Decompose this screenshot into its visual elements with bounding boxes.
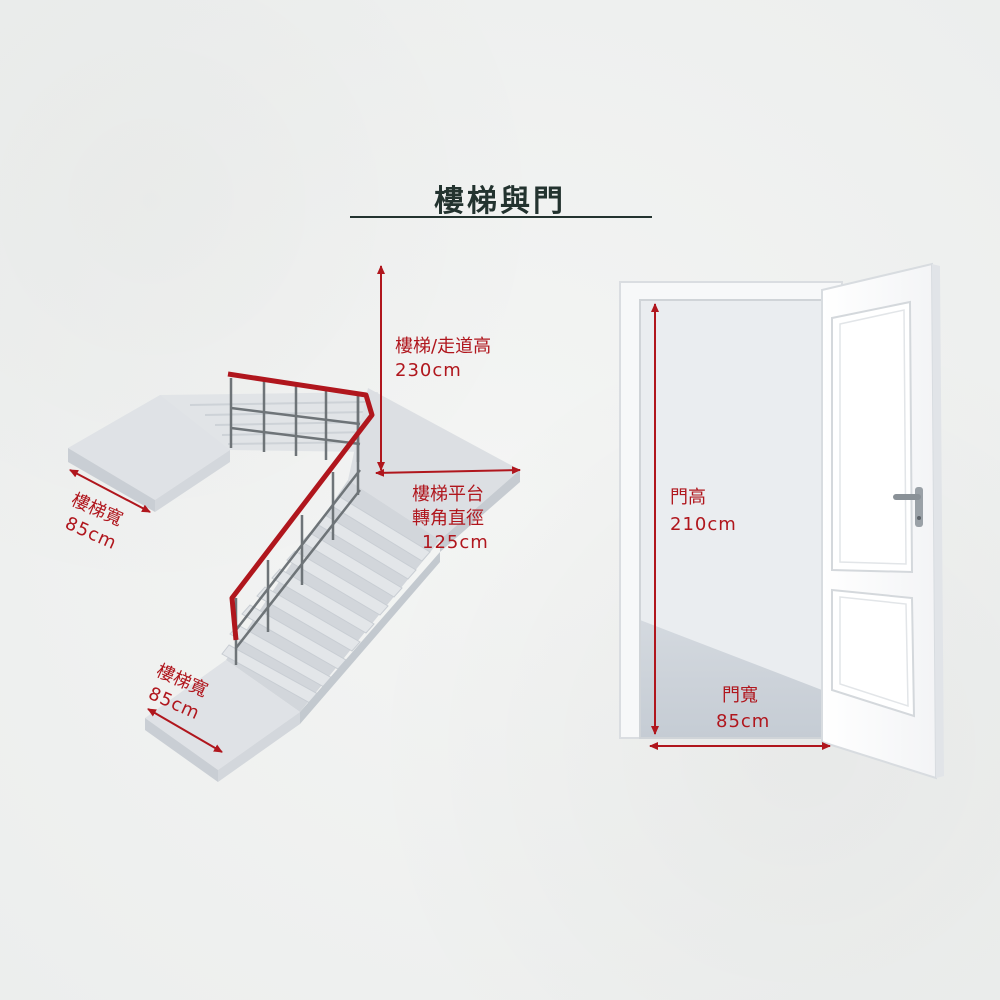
- handrail: [227, 371, 375, 641]
- landing-label-line2: 轉角直徑: [412, 508, 484, 529]
- lower-flight: [221, 480, 440, 724]
- door-illustration: 門高 210cm 門寬 85cm: [619, 262, 944, 780]
- door-width-label: 門寬: [722, 685, 758, 706]
- landing-value: 125cm: [422, 532, 489, 553]
- page-title: 樓梯與門: [434, 184, 566, 219]
- title-underline: [350, 216, 652, 218]
- stair-width-top-arrow: [69, 469, 151, 513]
- landing-label-line1: 樓梯平台: [412, 484, 484, 505]
- door-leaf: [821, 262, 944, 780]
- railing-posts: [229, 378, 361, 665]
- door-width-value: 85cm: [716, 711, 770, 732]
- landing-diameter-arrow: [375, 466, 521, 477]
- stair-landing: [348, 388, 520, 552]
- stair-height-value: 230cm: [395, 360, 462, 381]
- door-floor-shadow: [640, 620, 822, 738]
- door-height-value: 210cm: [670, 514, 737, 535]
- stair-width-bottom-arrow: [147, 708, 223, 753]
- door-height-label: 門高: [670, 487, 706, 508]
- staircase: 樓梯/走道高 230cm 樓梯平台 轉角直徑 125cm 樓梯寬 85cm 樓梯…: [62, 265, 521, 782]
- stair-height-label: 樓梯/走道高: [395, 336, 491, 357]
- door-handle-icon: [893, 487, 923, 527]
